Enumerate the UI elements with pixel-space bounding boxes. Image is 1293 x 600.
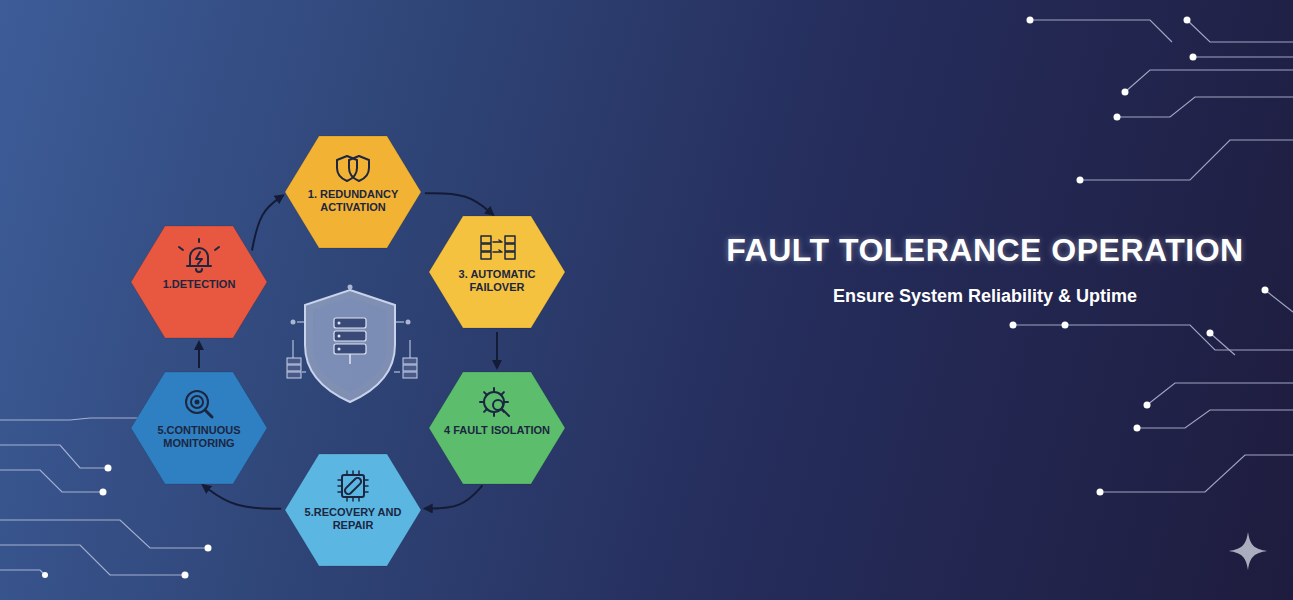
process-hexagon: 3. AUTOMATIC FAILOVER (429, 216, 565, 328)
diagram-title: FAULT TOLERANCE OPERATION (726, 232, 1243, 269)
flow-arrow (496, 332, 498, 368)
circuit-lines (0, 20, 1293, 575)
process-hexagon: 5.RECOVERY AND REPAIR (285, 454, 421, 566)
step-icon (480, 388, 509, 416)
flow-arrow (425, 485, 483, 508)
step-icon (186, 391, 212, 417)
process-hexagon: 4 FAULT ISOLATION (429, 372, 565, 484)
center-shield (287, 285, 417, 403)
flow-arrow (252, 195, 283, 250)
step-icon (481, 236, 515, 259)
step-label: 5.CONTINUOUS MONITORING (139, 424, 259, 450)
process-hexagon: 1.DETECTION (131, 226, 267, 338)
step-icon (179, 239, 219, 272)
step-icon (337, 156, 369, 181)
step-label: 1.DETECTION (163, 278, 236, 291)
process-hexagon: 5.CONTINUOUS MONITORING (131, 372, 267, 484)
step-label: 4 FAULT ISOLATION (444, 424, 550, 437)
step-icon (338, 471, 368, 501)
sparkle-mark (1229, 532, 1267, 570)
step-label: 1. REDUNDANCY ACTIVATION (293, 188, 413, 214)
step-label: 5.RECOVERY AND REPAIR (293, 506, 413, 532)
step-label: 3. AUTOMATIC FAILOVER (437, 268, 557, 294)
circuit-dots (42, 17, 1269, 579)
flow-arrow (425, 193, 493, 215)
diagram-subtitle: Ensure System Reliability & Uptime (833, 286, 1137, 307)
flow-arrow (203, 485, 281, 509)
flow-arrow (198, 342, 200, 368)
process-hexagon: 1. REDUNDANCY ACTIVATION (285, 136, 421, 248)
